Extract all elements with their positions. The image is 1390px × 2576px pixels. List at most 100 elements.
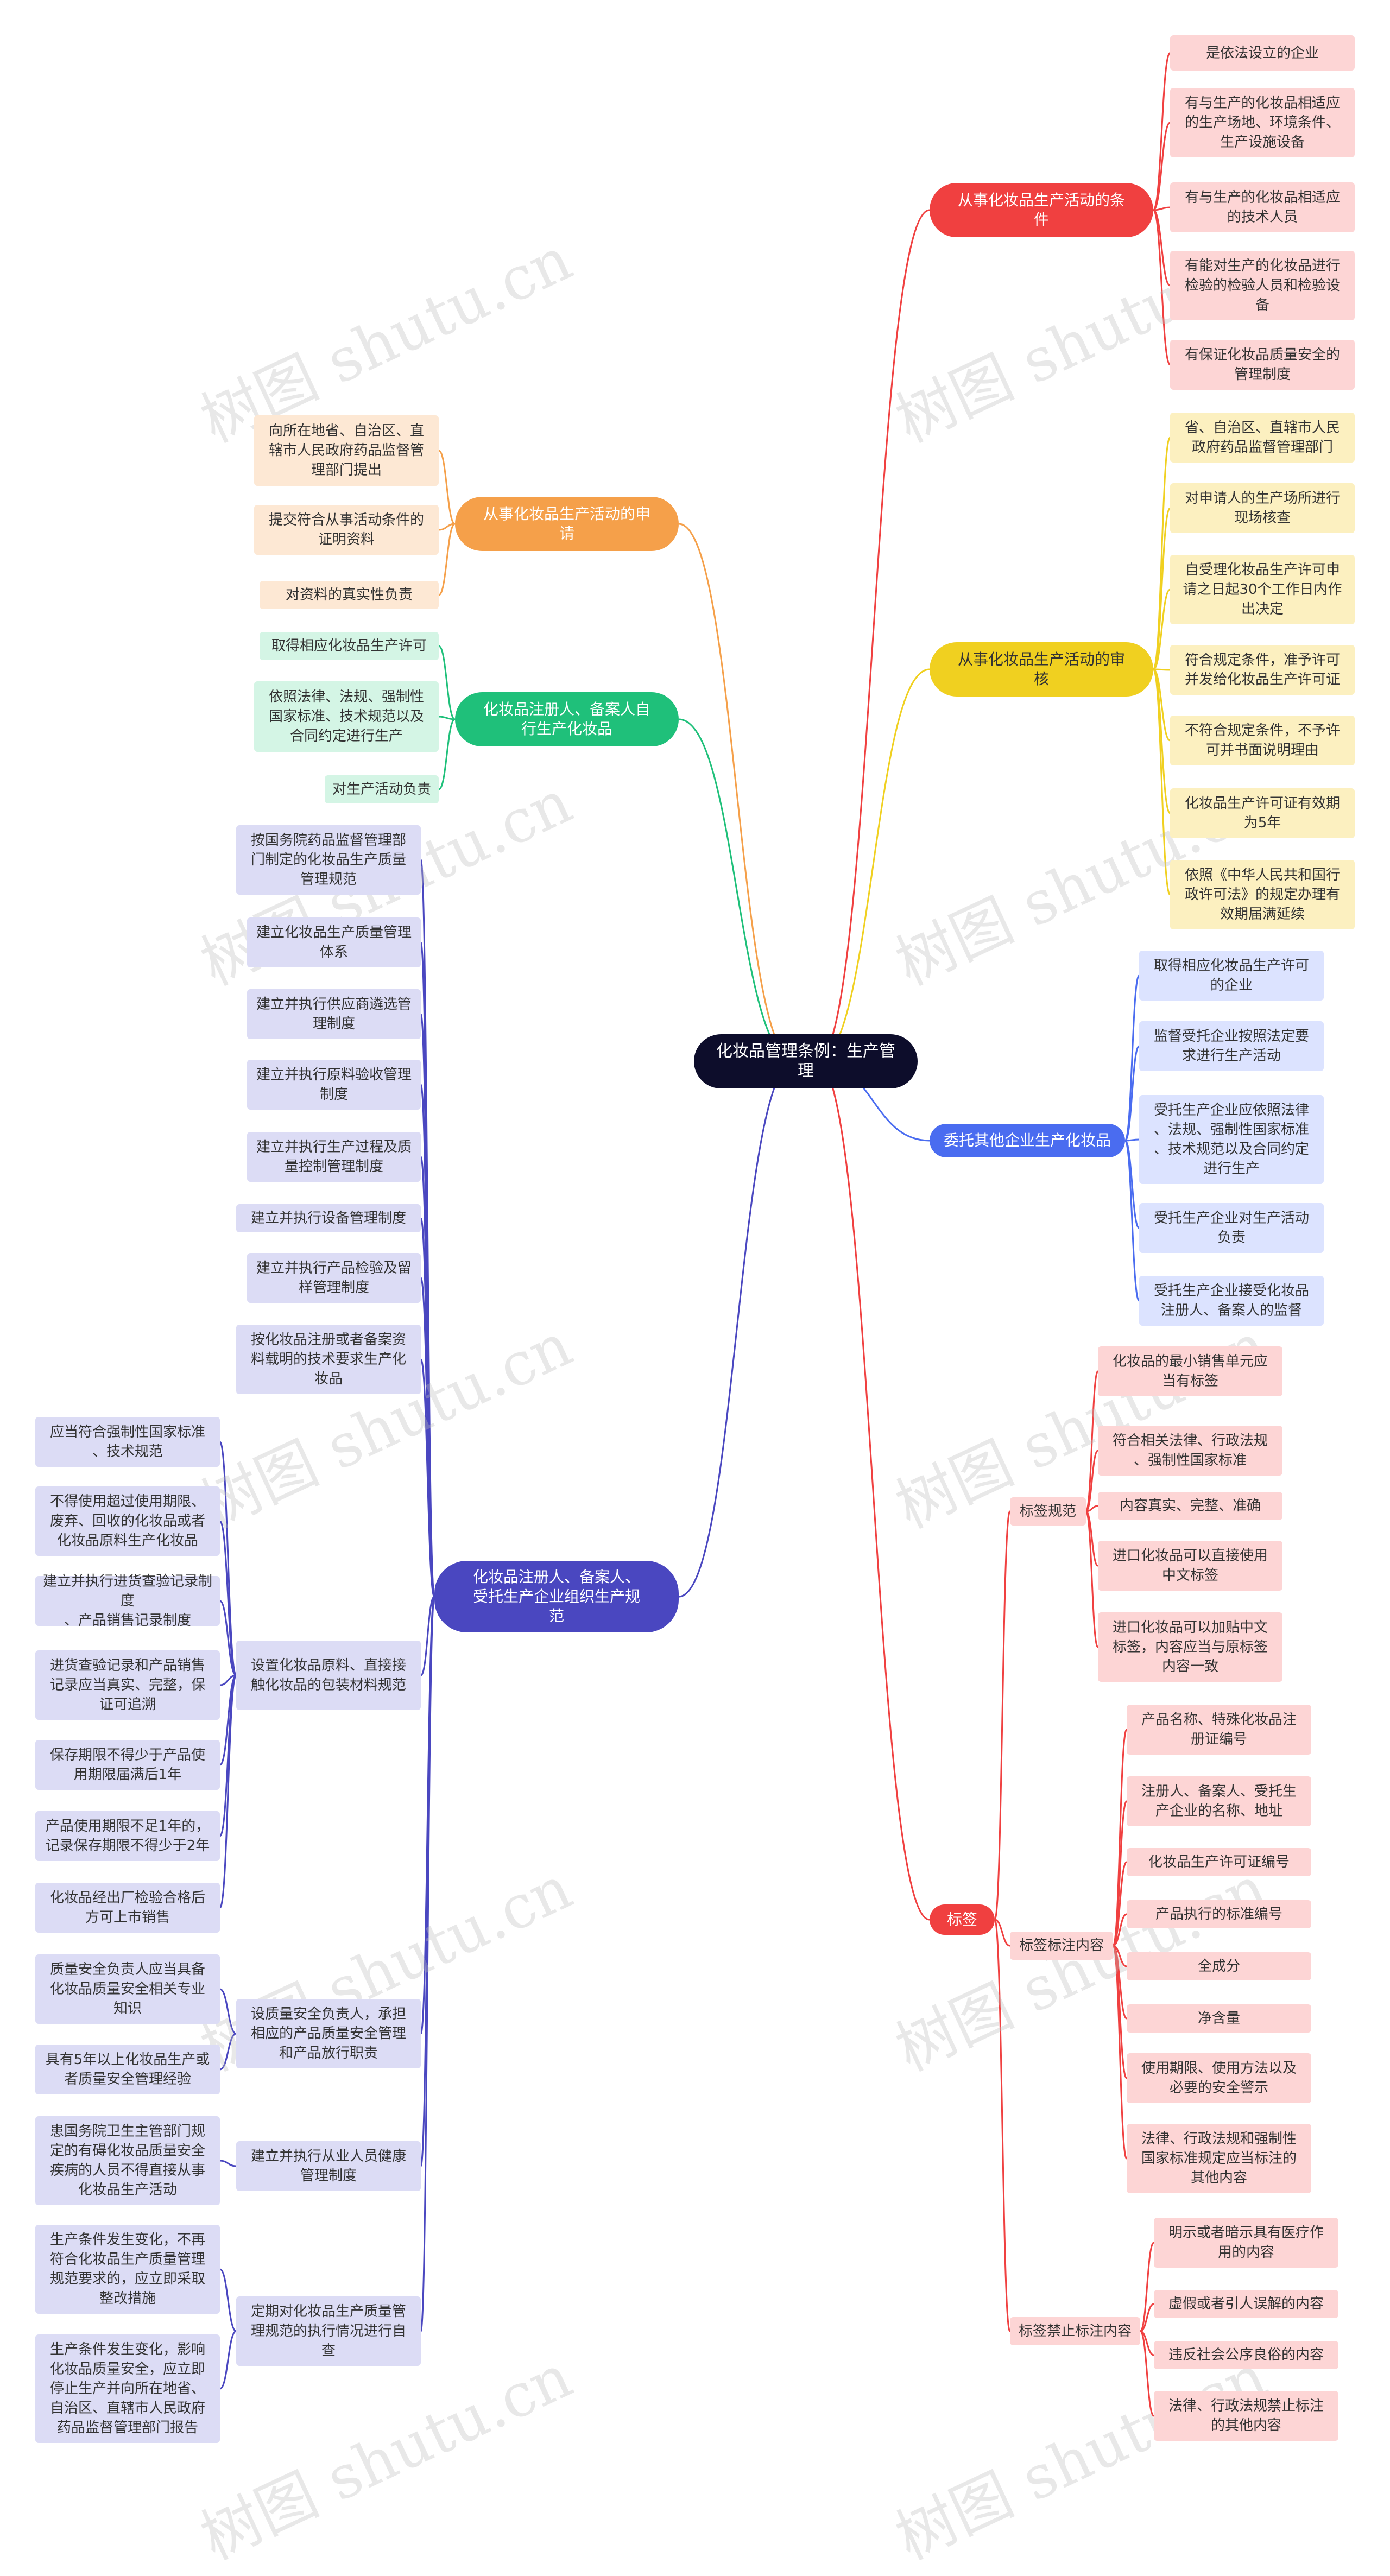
connector-line bbox=[1153, 668, 1171, 671]
label-content-group[interactable]: 标签标注内容 bbox=[1010, 1932, 1113, 1960]
connector-line bbox=[438, 716, 456, 720]
condition-item[interactable]: 有与生产的化妆品相适应 的生产场地、环境条件、 生产设施设备 bbox=[1170, 88, 1355, 157]
materials-item[interactable]: 化妆品经出厂检验合格后 方可上市销售 bbox=[35, 1883, 220, 1933]
condition-item[interactable]: 有保证化妆品质量安全的 管理制度 bbox=[1170, 340, 1355, 390]
application-item[interactable]: 向所在地省、自治区、直 辖市人民政府药品监督管 理部门提出 bbox=[254, 415, 439, 486]
application-item[interactable]: 提交符合从事活动条件的 证明资料 bbox=[254, 505, 439, 555]
organize-item[interactable]: 建立并执行产品检验及留 样管理制度 bbox=[247, 1253, 421, 1303]
self-production-item[interactable]: 对生产活动负责 bbox=[325, 775, 439, 803]
materials-item[interactable]: 不得使用超过使用期限、 废弃、回收的化妆品或者 化妆品原料生产化妆品 bbox=[35, 1486, 220, 1556]
entrust-item[interactable]: 受托生产企业对生产活动 负责 bbox=[1139, 1203, 1324, 1253]
label-content-item[interactable]: 产品执行的标准编号 bbox=[1127, 1900, 1311, 1928]
connector-line bbox=[1124, 974, 1140, 1142]
label-forbidden-item[interactable]: 违反社会公序良俗的内容 bbox=[1154, 2341, 1338, 2369]
connector-line bbox=[1140, 2303, 1154, 2332]
organize-subgroup[interactable]: 设置化妆品原料、直接接 触化妆品的包装材料规范 bbox=[236, 1641, 421, 1710]
branch-self-production[interactable]: 化妆品注册人、备案人自 行生产化妆品 bbox=[455, 692, 679, 746]
branch-production-conditions[interactable]: 从事化妆品生产活动的条 件 bbox=[930, 183, 1153, 237]
entrust-item[interactable]: 受托生产企业接受化妆品 注册人、备案人的监督 bbox=[1139, 1276, 1324, 1326]
connector-line bbox=[1152, 122, 1171, 211]
connector-line bbox=[219, 1988, 237, 2035]
materials-item[interactable]: 建立并执行进货查验记录制度 、产品销售记录制度 bbox=[35, 1573, 220, 1629]
label-spec-item[interactable]: 内容真实、完整、准确 bbox=[1098, 1492, 1282, 1520]
connector-line bbox=[1139, 2330, 1155, 2417]
review-item[interactable]: 自受理化妆品生产许可申 请之日起30个工作日内作 出决定 bbox=[1170, 555, 1355, 624]
label-content-item[interactable]: 使用期限、使用方法以及 必要的安全警示 bbox=[1127, 2053, 1311, 2103]
materials-item[interactable]: 进货查验记录和产品销售 记录应当真实、完整，保 证可追溯 bbox=[35, 1650, 220, 1720]
entrust-item[interactable]: 监督受托企业按照法定要 求进行生产活动 bbox=[1139, 1021, 1324, 1071]
label-content-item[interactable]: 法律、行政法规和强制性 国家标准规定应当标注的 其他内容 bbox=[1127, 2124, 1311, 2193]
connector-line bbox=[219, 2033, 237, 2071]
connector-line bbox=[1153, 588, 1171, 670]
branch-entrust-production[interactable]: 委托其他企业生产化妆品 bbox=[930, 1124, 1125, 1157]
condition-item[interactable]: 有与生产的化妆品相适应 的技术人员 bbox=[1170, 182, 1355, 232]
connector-line bbox=[438, 523, 456, 596]
connector-line bbox=[994, 1510, 1011, 1921]
connector-line bbox=[219, 1600, 237, 1676]
label-content-item[interactable]: 净含量 bbox=[1127, 2004, 1311, 2033]
label-spec-item[interactable]: 化妆品的最小销售单元应 当有标签 bbox=[1098, 1346, 1282, 1396]
condition-item[interactable]: 是依法设立的企业 bbox=[1170, 35, 1355, 71]
organize-item[interactable]: 建立化妆品生产质量管理 体系 bbox=[247, 917, 421, 967]
label-spec-item[interactable]: 进口化妆品可以直接使用 中文标签 bbox=[1098, 1541, 1282, 1591]
entrust-item[interactable]: 受托生产企业应依照法律 、法规、强制性国家标准 、技术规范以及合同约定 进行生产 bbox=[1139, 1095, 1324, 1184]
organize-item[interactable]: 按国务院药品监督管理部 门制定的化妆品生产质量 管理规范 bbox=[236, 825, 421, 895]
self-inspection-item[interactable]: 生产条件发生变化，不再 符合化妆品生产质量管理 规范要求的，应立即采取 整改措施 bbox=[35, 2225, 220, 2314]
health-item[interactable]: 患国务院卫生主管部门规 定的有碍化妆品质量安全 疾病的人员不得直接从事 化妆品生… bbox=[35, 2116, 220, 2205]
connector-line bbox=[1152, 209, 1171, 366]
branch-label[interactable]: 标签 bbox=[930, 1904, 995, 1935]
connector-line bbox=[1112, 1861, 1128, 1947]
materials-item[interactable]: 应当符合强制性国家标准 、技术规范 bbox=[35, 1417, 220, 1467]
connector-line bbox=[1112, 1945, 1128, 2160]
label-content-item[interactable]: 化妆品生产许可证编号 bbox=[1127, 1848, 1311, 1876]
connector-line bbox=[438, 718, 456, 790]
connector-line bbox=[1124, 1138, 1140, 1142]
review-item[interactable]: 省、自治区、直辖市人民 政府药品监督管理部门 bbox=[1170, 413, 1355, 463]
organize-item[interactable]: 建立并执行原料验收管理 制度 bbox=[247, 1060, 421, 1110]
organize-subgroup[interactable]: 建立并执行从业人员健康 管理制度 bbox=[236, 2141, 421, 2191]
condition-item[interactable]: 有能对生产的化妆品进行 检验的检验人员和检验设 备 bbox=[1170, 251, 1355, 320]
organize-item[interactable]: 建立并执行供应商遴选管 理制度 bbox=[247, 989, 421, 1039]
organize-subgroup[interactable]: 设质量安全负责人，承担 相应的产品质量安全管理 和产品放行职责 bbox=[236, 1999, 421, 2068]
materials-item[interactable]: 产品使用期限不足1年的， 记录保存期限不得少于2年 bbox=[35, 1811, 220, 1861]
organize-subgroup[interactable]: 定期对化妆品生产质量管 理规范的执行情况进行自 查 bbox=[236, 2296, 421, 2366]
review-item[interactable]: 对申请人的生产场所进行 现场核查 bbox=[1170, 483, 1355, 533]
label-forbidden-item[interactable]: 虚假或者引人误解的内容 bbox=[1154, 2290, 1338, 2318]
label-forbidden-group[interactable]: 标签禁止标注内容 bbox=[1010, 2317, 1140, 2345]
review-item[interactable]: 化妆品生产许可证有效期 为5年 bbox=[1170, 788, 1355, 838]
label-spec-item[interactable]: 符合相关法律、行政法规 、强制性国家标准 bbox=[1098, 1426, 1282, 1476]
label-content-item[interactable]: 注册人、备案人、受托生 产企业的名称、地址 bbox=[1127, 1776, 1311, 1826]
connector-line bbox=[1085, 1370, 1099, 1512]
organize-item[interactable]: 建立并执行设备管理制度 bbox=[236, 1204, 421, 1232]
organize-item[interactable]: 按化妆品注册或者备案资 料载明的技术要求生产化 妆品 bbox=[236, 1325, 421, 1394]
branch-production-application[interactable]: 从事化妆品生产活动的申 请 bbox=[455, 497, 679, 551]
label-spec-group[interactable]: 标签规范 bbox=[1010, 1497, 1086, 1526]
label-spec-item[interactable]: 进口化妆品可以加贴中文 标签，内容应当与原标签 内容一致 bbox=[1098, 1612, 1282, 1682]
self-production-item[interactable]: 取得相应化妆品生产许可 bbox=[260, 632, 439, 660]
label-forbidden-item[interactable]: 法律、行政法规禁止标注 的其他内容 bbox=[1154, 2391, 1338, 2441]
entrust-item[interactable]: 取得相应化妆品生产许可 的企业 bbox=[1139, 951, 1324, 1001]
connector-line bbox=[1139, 2242, 1155, 2332]
connector-line bbox=[420, 1596, 435, 1676]
application-item[interactable]: 对资料的真实性负责 bbox=[260, 581, 439, 609]
branch-production-review[interactable]: 从事化妆品生产活动的审 核 bbox=[930, 642, 1153, 697]
connector-line bbox=[420, 1358, 435, 1598]
self-production-item[interactable]: 依照法律、法规、强制性 国家标准、技术规范以及 合同约定进行生产 bbox=[254, 681, 439, 752]
connector-line bbox=[1113, 1913, 1127, 1947]
branch-organize-production[interactable]: 化妆品注册人、备案人、 受托生产企业组织生产规 范 bbox=[434, 1561, 679, 1632]
label-content-item[interactable]: 全成分 bbox=[1127, 1952, 1311, 1980]
review-item[interactable]: 符合规定条件，准予许可 并发给化妆品生产许可证 bbox=[1170, 645, 1355, 695]
materials-item[interactable]: 保存期限不得少于产品使 用期限届满后1年 bbox=[35, 1740, 220, 1790]
quality-item[interactable]: 具有5年以上化妆品生产或 者质量安全管理经验 bbox=[35, 2045, 220, 2094]
review-item[interactable]: 不符合规定条件，不予许 可并书面说明理由 bbox=[1170, 716, 1355, 765]
organize-item[interactable]: 建立并执行生产过程及质 量控制管理制度 bbox=[247, 1132, 421, 1182]
label-content-item[interactable]: 产品名称、特殊化妆品注 册证编号 bbox=[1127, 1705, 1311, 1755]
connector-line bbox=[219, 2268, 237, 2332]
connector-line bbox=[994, 1919, 1011, 2332]
connector-line bbox=[816, 668, 930, 1062]
self-inspection-item[interactable]: 生产条件发生变化，影响 化妆品质量安全，应立即 停止生产并向所在地省、 自治区、… bbox=[35, 2334, 220, 2443]
label-forbidden-item[interactable]: 明示或者暗示具有医疗作 用的内容 bbox=[1154, 2218, 1338, 2268]
review-item[interactable]: 依照《中华人民共和国行 政许可法》的规定办理有 效期届满延续 bbox=[1170, 860, 1355, 929]
root-topic[interactable]: 化妆品管理条例：生产管 理 bbox=[694, 1034, 918, 1088]
quality-item[interactable]: 质量安全负责人应当具备 化妆品质量安全相关专业 知识 bbox=[35, 1954, 220, 2024]
